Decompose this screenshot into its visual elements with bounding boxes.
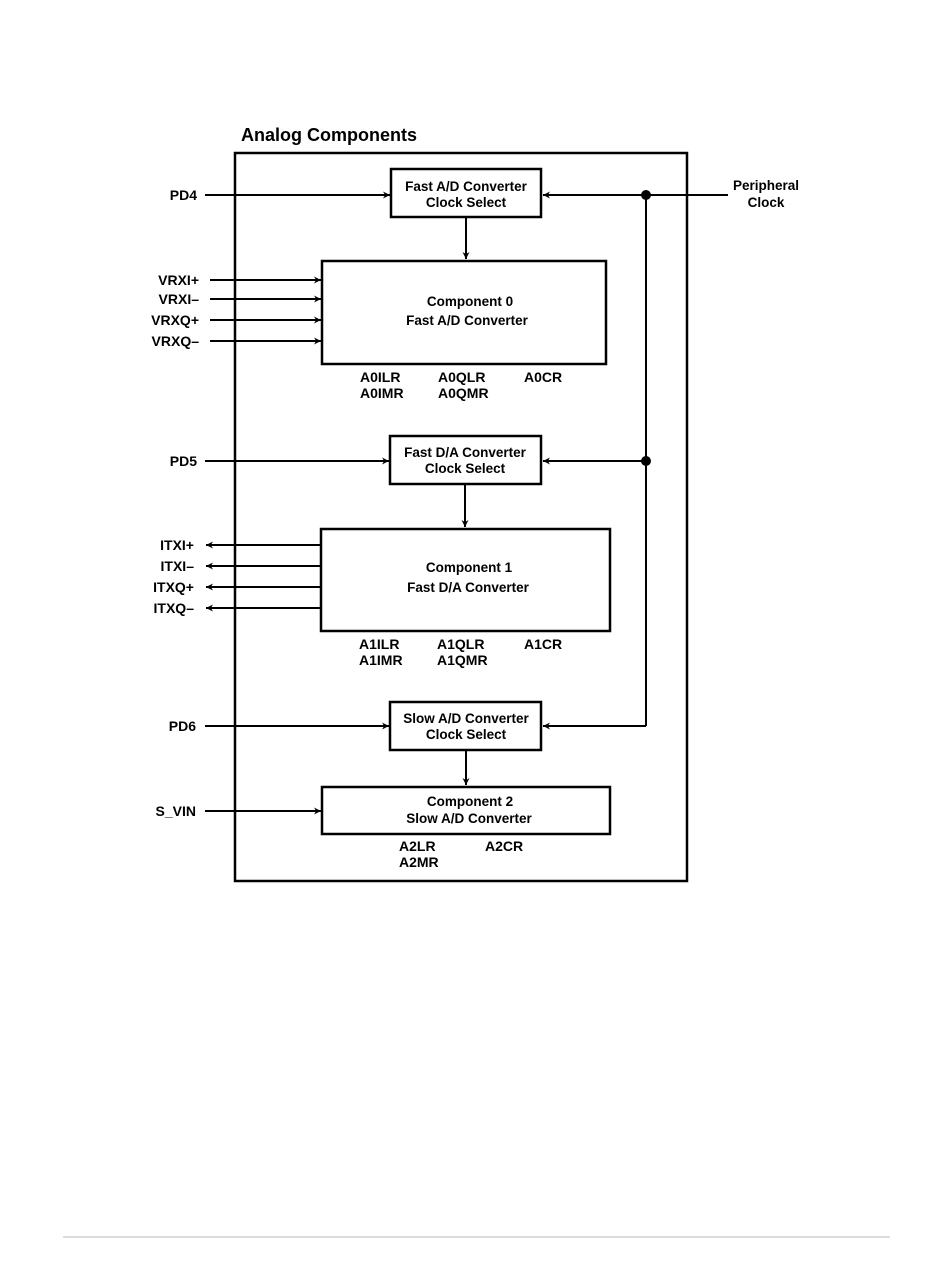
- component-1-block: Component 1 Fast D/A Converter: [206, 527, 612, 633]
- clock-select-title: Slow A/D Converter: [403, 711, 529, 726]
- signal-label-s-vin: S_VIN: [156, 803, 196, 819]
- pin-label-pd4: PD4: [170, 187, 197, 203]
- clock-select-subtitle: Clock Select: [426, 727, 507, 742]
- register-label: A1CR: [524, 636, 562, 652]
- signal-label: VRXI+: [158, 272, 199, 288]
- register-label: A1QLR: [437, 636, 484, 652]
- signal-label: VRXQ–: [152, 333, 200, 349]
- register-label: A0IMR: [360, 385, 404, 401]
- signal-label: ITXQ–: [154, 600, 195, 616]
- register-label: A2MR: [399, 854, 439, 870]
- junction-dot: [641, 456, 651, 466]
- diagram-title: Analog Components: [241, 125, 417, 145]
- component-0-title: Component 0: [427, 294, 513, 309]
- register-label: A0ILR: [360, 369, 400, 385]
- register-label: A1IMR: [359, 652, 403, 668]
- component-2-block: Component 2 Slow A/D Converter: [205, 785, 612, 836]
- fast-ad-clock-select: Fast A/D Converter Clock Select: [205, 167, 543, 259]
- component-1-title: Component 1: [426, 560, 513, 575]
- junction-dot: [641, 190, 651, 200]
- clock-select-subtitle: Clock Select: [425, 461, 506, 476]
- component-0-block: Component 0 Fast A/D Converter: [210, 259, 608, 366]
- signal-label: ITXI+: [160, 537, 194, 553]
- signal-label: ITXQ+: [153, 579, 194, 595]
- clock-select-title: Fast A/D Converter: [405, 179, 528, 194]
- peripheral-clock-bus: [543, 190, 728, 730]
- slow-ad-clock-select: Slow A/D Converter Clock Select: [205, 700, 543, 785]
- pin-label-pd6: PD6: [169, 718, 196, 734]
- fast-da-clock-select: Fast D/A Converter Clock Select: [205, 434, 543, 527]
- peripheral-clock-label: Clock: [748, 195, 785, 210]
- component-1-subtitle: Fast D/A Converter: [407, 580, 530, 595]
- register-label: A1QMR: [437, 652, 488, 668]
- register-label: A0QLR: [438, 369, 485, 385]
- component-2-subtitle: Slow A/D Converter: [406, 811, 532, 826]
- register-label: A0QMR: [438, 385, 489, 401]
- peripheral-clock-label: Peripheral: [733, 178, 799, 193]
- pin-label-pd5: PD5: [170, 453, 197, 469]
- component-2-title: Component 2: [427, 794, 513, 809]
- clock-select-subtitle: Clock Select: [426, 195, 507, 210]
- register-label: A2LR: [399, 838, 436, 854]
- register-label: A1ILR: [359, 636, 399, 652]
- analog-components-frame: [233, 151, 689, 883]
- register-label: A2CR: [485, 838, 523, 854]
- signal-label: VRXQ+: [151, 312, 199, 328]
- signal-label: VRXI–: [159, 291, 200, 307]
- component-0-subtitle: Fast A/D Converter: [406, 313, 529, 328]
- signal-label: ITXI–: [161, 558, 195, 574]
- clock-select-title: Fast D/A Converter: [404, 445, 527, 460]
- register-label: A0CR: [524, 369, 562, 385]
